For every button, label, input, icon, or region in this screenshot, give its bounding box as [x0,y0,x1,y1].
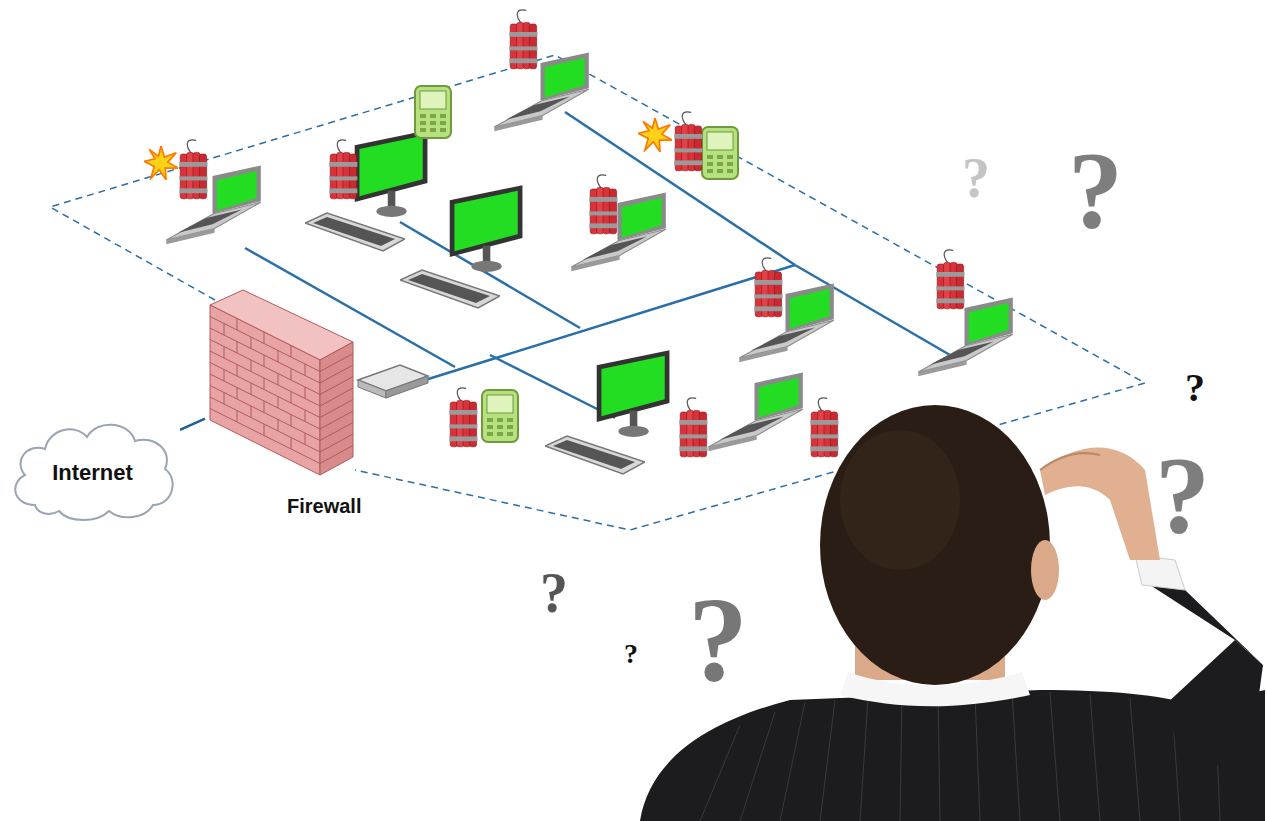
network-link [180,419,205,430]
question-mark: ? [688,580,748,700]
node-label: Internet [52,460,133,486]
question-mark: ? [624,640,638,668]
question-mark: ? [1068,135,1123,245]
question-mark: ? [962,150,990,206]
node-label: Firewall [287,495,361,518]
brick-wall [205,290,355,480]
question-mark: ? [1185,368,1205,408]
question-mark: ? [540,565,568,621]
question-mark: ? [1155,440,1210,550]
firewall-node: Firewall [205,290,355,480]
internet-cloud: Internet [5,413,180,525]
